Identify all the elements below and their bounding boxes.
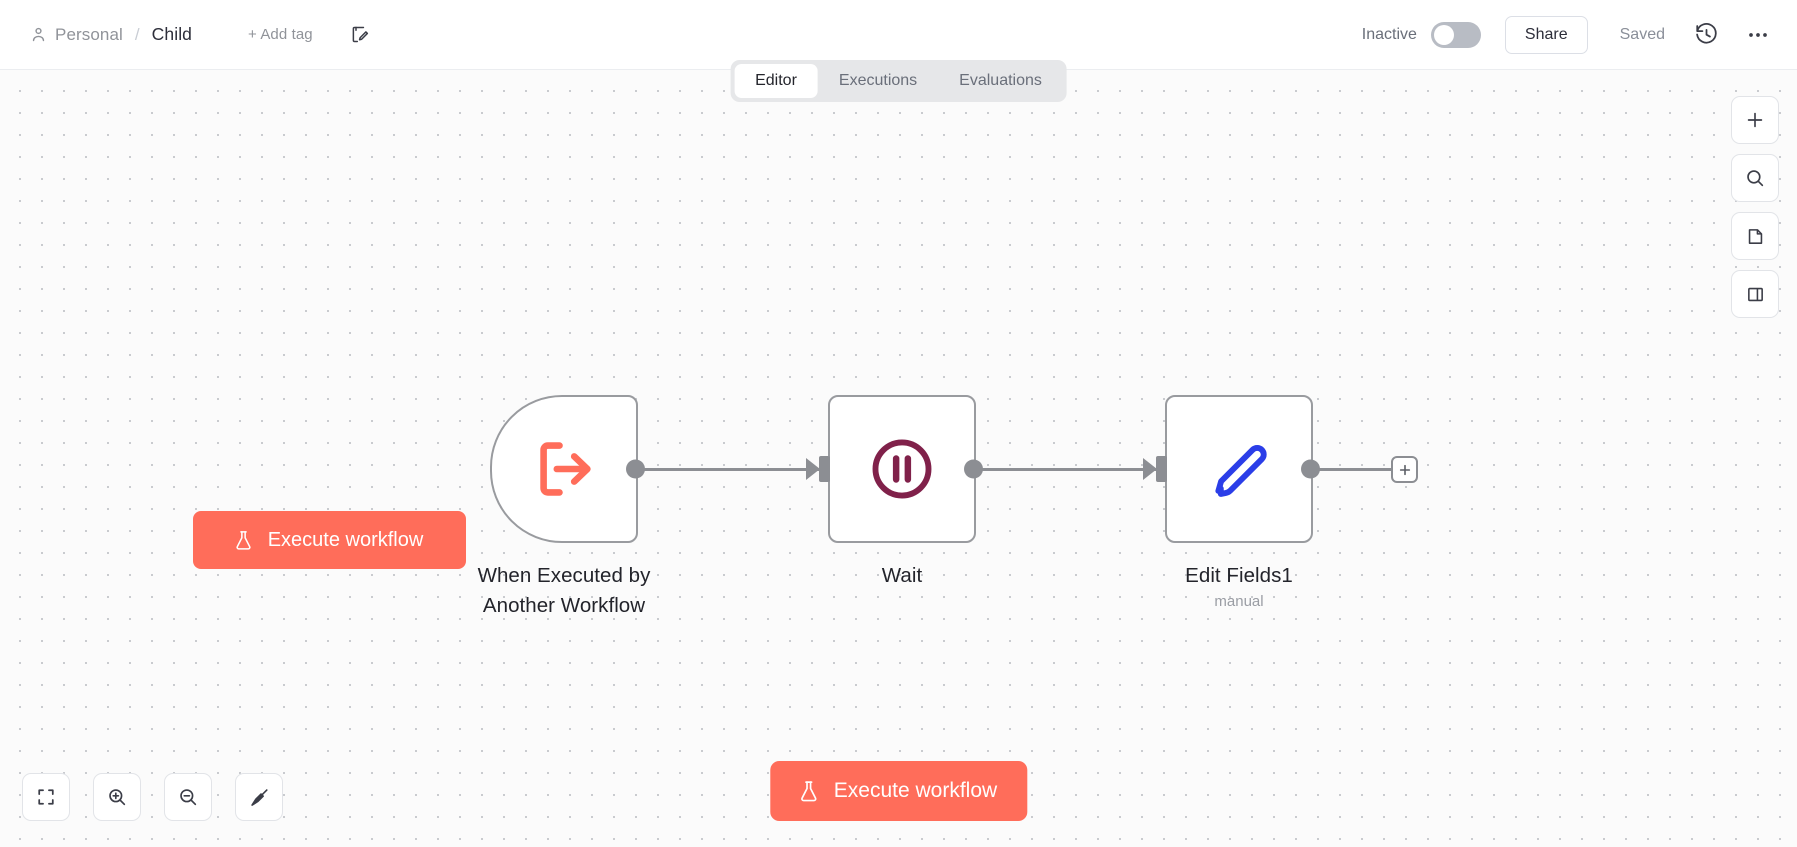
fit-view-button[interactable] bbox=[22, 773, 70, 821]
pause-circle-icon bbox=[865, 432, 939, 506]
add-tag-button[interactable]: + Add tag bbox=[248, 26, 313, 43]
workflow-name[interactable]: Child bbox=[151, 24, 193, 44]
node-label: Edit Fields1 bbox=[1185, 564, 1293, 587]
node-sublabel: manual bbox=[1214, 593, 1264, 610]
toggle-knob bbox=[1433, 24, 1454, 45]
history-clock-icon[interactable] bbox=[1693, 22, 1719, 48]
zoom-out-button[interactable] bbox=[164, 773, 212, 821]
tidy-up-button[interactable] bbox=[235, 773, 283, 821]
save-status: Saved bbox=[1619, 25, 1665, 43]
add-sticky-note-button[interactable] bbox=[1731, 212, 1779, 260]
side-panel-icon bbox=[1745, 284, 1766, 305]
tab-editor[interactable]: Editor bbox=[734, 64, 818, 98]
node-label-line2: Another Workflow bbox=[482, 594, 646, 617]
sticky-note-icon bbox=[1745, 226, 1766, 247]
breadcrumb-separator: / bbox=[134, 24, 140, 44]
execute-workflow-button-node[interactable]: Execute workflow bbox=[193, 511, 466, 569]
plus-icon bbox=[1744, 109, 1766, 131]
node-label: Wait bbox=[881, 564, 923, 587]
add-node-button[interactable] bbox=[1731, 96, 1779, 144]
main-tabs: Editor Executions Evaluations bbox=[730, 60, 1067, 102]
execute-workflow-label: Execute workflow bbox=[833, 779, 998, 802]
share-button[interactable]: Share bbox=[1504, 15, 1588, 54]
edit-note-icon[interactable] bbox=[349, 24, 371, 46]
header-actions: Inactive Share Saved bbox=[1361, 15, 1797, 54]
output-port[interactable] bbox=[626, 459, 645, 479]
search-nodes-button[interactable] bbox=[1731, 154, 1779, 202]
zoom-in-icon bbox=[106, 786, 128, 808]
zoom-out-icon bbox=[177, 786, 199, 808]
flask-icon bbox=[796, 779, 821, 804]
person-icon bbox=[30, 26, 47, 43]
plus-icon bbox=[1397, 462, 1413, 478]
fit-screen-icon bbox=[35, 786, 57, 808]
toggle-panel-button[interactable] bbox=[1731, 270, 1779, 318]
canvas-bottom-toolbar bbox=[22, 773, 283, 821]
edge-trigger-to-wait bbox=[633, 468, 827, 471]
execute-workflow-label: Execute workflow bbox=[267, 528, 424, 551]
broom-icon bbox=[248, 786, 271, 809]
breadcrumb: Personal / Child + Add tag bbox=[0, 24, 371, 46]
edge-wait-to-editfields bbox=[968, 468, 1163, 471]
output-port[interactable] bbox=[964, 459, 983, 479]
output-port[interactable] bbox=[1301, 459, 1320, 479]
more-horizontal-icon[interactable] bbox=[1745, 22, 1771, 48]
input-arrow-icon bbox=[1143, 458, 1157, 480]
workflow-canvas[interactable]: When Executed by Another Workflow Wait bbox=[0, 70, 1797, 847]
zoom-in-button[interactable] bbox=[93, 773, 141, 821]
node-edit-fields1[interactable]: Edit Fields1 manual bbox=[1143, 395, 1320, 610]
breadcrumb-project[interactable]: Personal bbox=[55, 24, 123, 44]
node-when-executed-by-another-workflow[interactable]: When Executed by Another Workflow bbox=[478, 395, 650, 617]
input-arrow-icon bbox=[806, 458, 820, 480]
workflow-active-label: Inactive bbox=[1361, 25, 1417, 43]
input-port[interactable] bbox=[819, 456, 830, 482]
node-wait[interactable]: Wait bbox=[806, 395, 983, 587]
execute-workflow-button-main[interactable]: Execute workflow bbox=[769, 761, 1028, 821]
canvas-right-toolbar bbox=[1731, 96, 1779, 318]
input-port[interactable] bbox=[1156, 456, 1167, 482]
pen-icon bbox=[1202, 432, 1276, 506]
add-node-chip[interactable] bbox=[1391, 456, 1418, 483]
app-header: Personal / Child + Add tag Inactive Shar… bbox=[0, 0, 1797, 70]
arrow-exit-bracket-icon bbox=[528, 433, 600, 505]
node-label: When Executed by Another Workflow bbox=[449, 561, 679, 621]
tab-executions[interactable]: Executions bbox=[838, 72, 918, 89]
edge-editfields-to-add bbox=[1303, 468, 1391, 471]
flask-icon bbox=[232, 529, 255, 552]
tab-evaluations[interactable]: Evaluations bbox=[959, 72, 1042, 89]
search-icon bbox=[1744, 167, 1766, 189]
node-label-line1: When Executed by bbox=[477, 564, 651, 587]
workflow-active-toggle[interactable] bbox=[1430, 21, 1481, 48]
